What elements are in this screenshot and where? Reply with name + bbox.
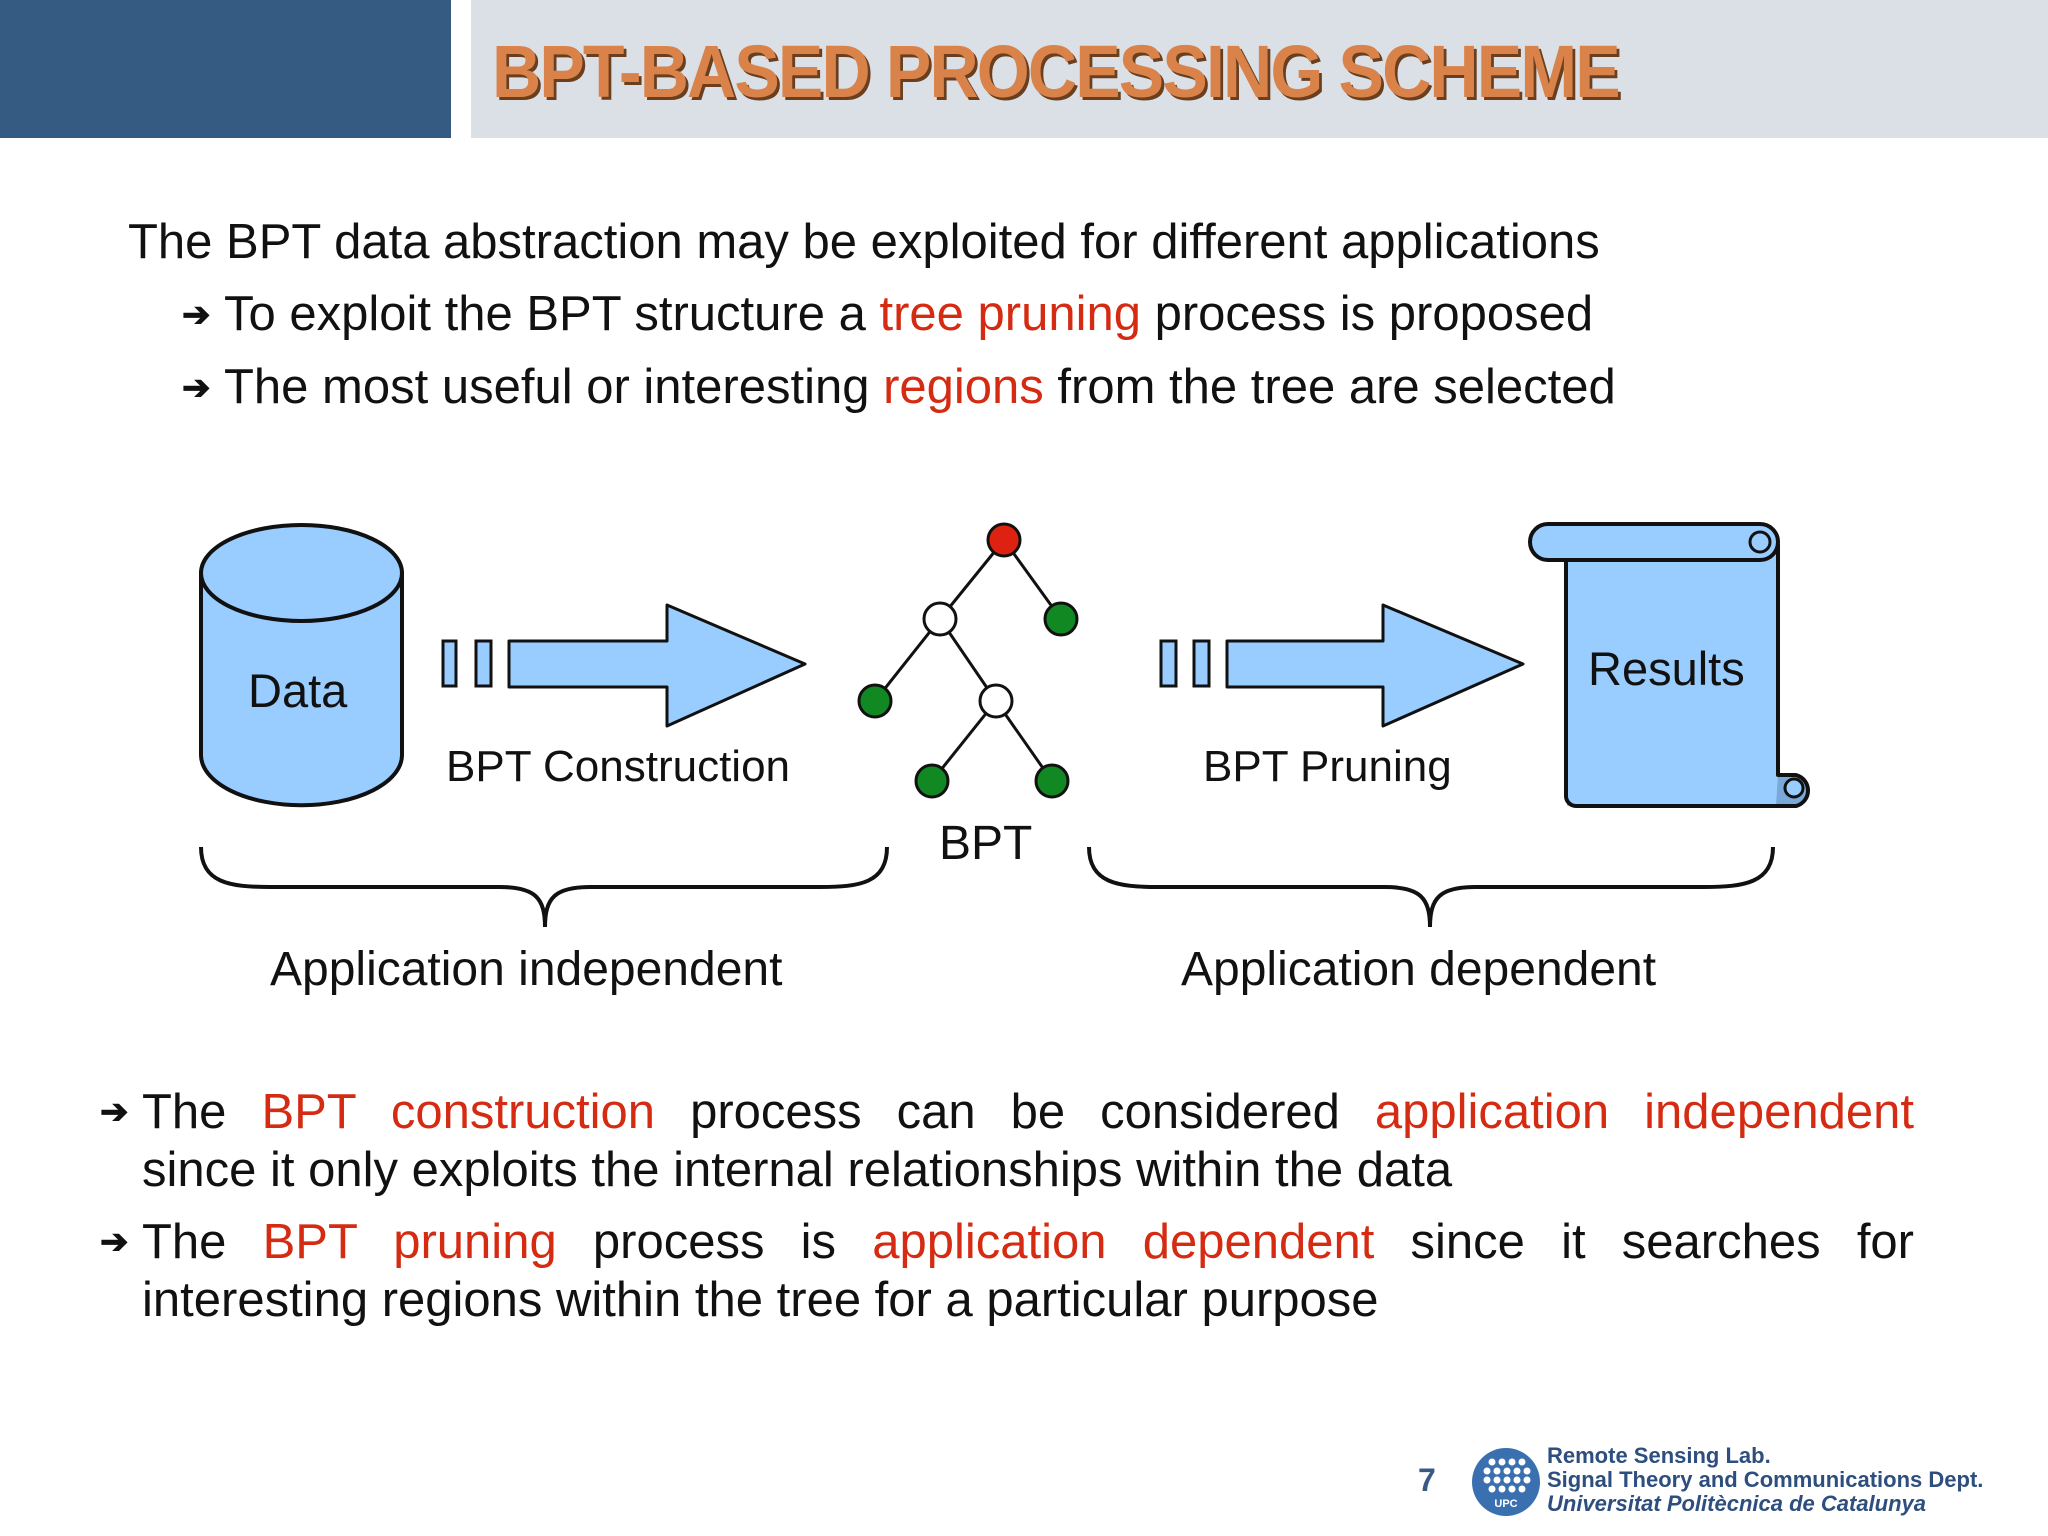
arrow-icon: ➔ xyxy=(100,1093,129,1131)
header-accent-block xyxy=(0,0,451,138)
arrow-icon: ➔ xyxy=(182,369,211,407)
leaf-node-icon xyxy=(1043,601,1079,637)
slide-title: BPT-BASED PROCESSING SCHEME xyxy=(492,30,1621,113)
department-name: Signal Theory and Communications Dept. xyxy=(1547,1467,1984,1492)
pruning-paragraph: ➔ The BPT pruning process is application… xyxy=(100,1215,1914,1327)
right-brace-icon xyxy=(1087,846,1775,928)
results-label: Results xyxy=(1588,642,1745,695)
intro-bullet-1: ➔To exploit the BPT structure a tree pru… xyxy=(182,284,1593,345)
construction-label: BPT Construction xyxy=(446,742,791,791)
pruning-arrow-icon xyxy=(1159,603,1525,728)
bpt-tree-icon xyxy=(857,522,1079,799)
left-brace-icon xyxy=(199,846,889,928)
pruning-label: BPT Pruning xyxy=(1203,742,1452,791)
page-number: 7 xyxy=(1418,1462,1436,1498)
bpt-label: BPT xyxy=(939,817,1033,870)
leaf-node-icon xyxy=(1034,763,1070,799)
svg-text:UPC: UPC xyxy=(1494,1498,1517,1510)
header-bar xyxy=(471,0,2048,138)
university-name: Universitat Politècnica de Catalunya xyxy=(1547,1491,1927,1516)
construction-arrow-icon xyxy=(441,603,807,728)
database-cylinder-icon xyxy=(199,523,404,808)
results-scroll-icon xyxy=(1528,522,1810,808)
upc-logo-icon: UPC xyxy=(1472,1448,1540,1516)
inner-node-icon xyxy=(922,601,958,637)
construction-paragraph: ➔ The BPT construction process can be co… xyxy=(100,1085,1914,1197)
highlight-regions: regions xyxy=(883,360,1044,414)
lab-name: Remote Sensing Lab. xyxy=(1547,1443,1771,1468)
application-independent-label: Application independent xyxy=(270,943,783,996)
data-label: Data xyxy=(248,664,348,717)
leaf-node-icon xyxy=(914,763,950,799)
intro-line: The BPT data abstraction may be exploite… xyxy=(128,215,1600,269)
application-dependent-label: Application dependent xyxy=(1181,943,1657,996)
root-node-icon xyxy=(986,522,1022,558)
highlight-tree-pruning: tree pruning xyxy=(879,287,1141,341)
intro-bullet-2: ➔The most useful or interesting regions … xyxy=(182,357,1616,418)
institution-block: Remote Sensing Lab. Signal Theory and Co… xyxy=(1547,1444,1983,1516)
inner-node-icon xyxy=(978,683,1014,719)
arrow-icon: ➔ xyxy=(100,1223,129,1261)
leaf-node-icon xyxy=(857,683,893,719)
arrow-icon: ➔ xyxy=(182,296,211,334)
